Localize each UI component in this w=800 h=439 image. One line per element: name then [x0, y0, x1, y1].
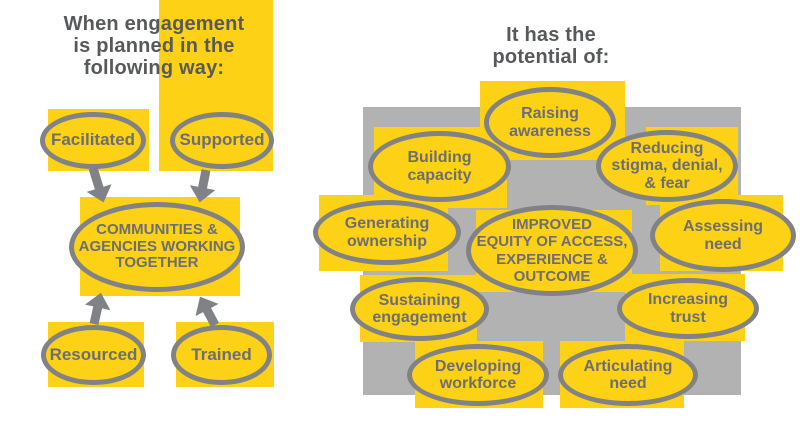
right-title: It has the potential of: [492, 24, 610, 68]
node-communities-agencies: COMMUNITIES & AGENCIES WORKING TOGETHER [69, 202, 245, 292]
node-sustaining-engagement: Sustaining engagement [350, 277, 489, 341]
arrow-facilitated-to-center-icon [86, 166, 112, 203]
node-articulating-need: Articulating need [558, 344, 698, 406]
node-trained: Trained [171, 325, 272, 385]
arrow-supported-to-center-icon [189, 169, 216, 203]
node-developing-workforce: Developing workforce [407, 344, 549, 406]
node-supported: Supported [170, 112, 274, 169]
left-title: When engagement is planned in the follow… [63, 13, 245, 79]
arrow-resourced-to-center-icon [84, 292, 111, 325]
node-generating-ownership: Generating ownership [313, 200, 461, 265]
node-assessing-need: Assessing need [650, 199, 796, 272]
node-increasing-trust: Increasing trust [617, 278, 759, 339]
node-raising-awareness: Raising awareness [484, 87, 616, 158]
node-resourced: Resourced [41, 325, 146, 385]
connector-arrows [84, 166, 219, 328]
node-improved-equity: IMPROVED EQUITY OF ACCESS, EXPERIENCE & … [466, 205, 638, 296]
node-facilitated: Facilitated [40, 112, 146, 169]
node-building-capacity: Building capacity [368, 131, 511, 202]
node-reducing-stigma: Reducing stigma, denial, & fear [596, 130, 738, 202]
arrow-trained-to-center-icon [195, 296, 219, 328]
